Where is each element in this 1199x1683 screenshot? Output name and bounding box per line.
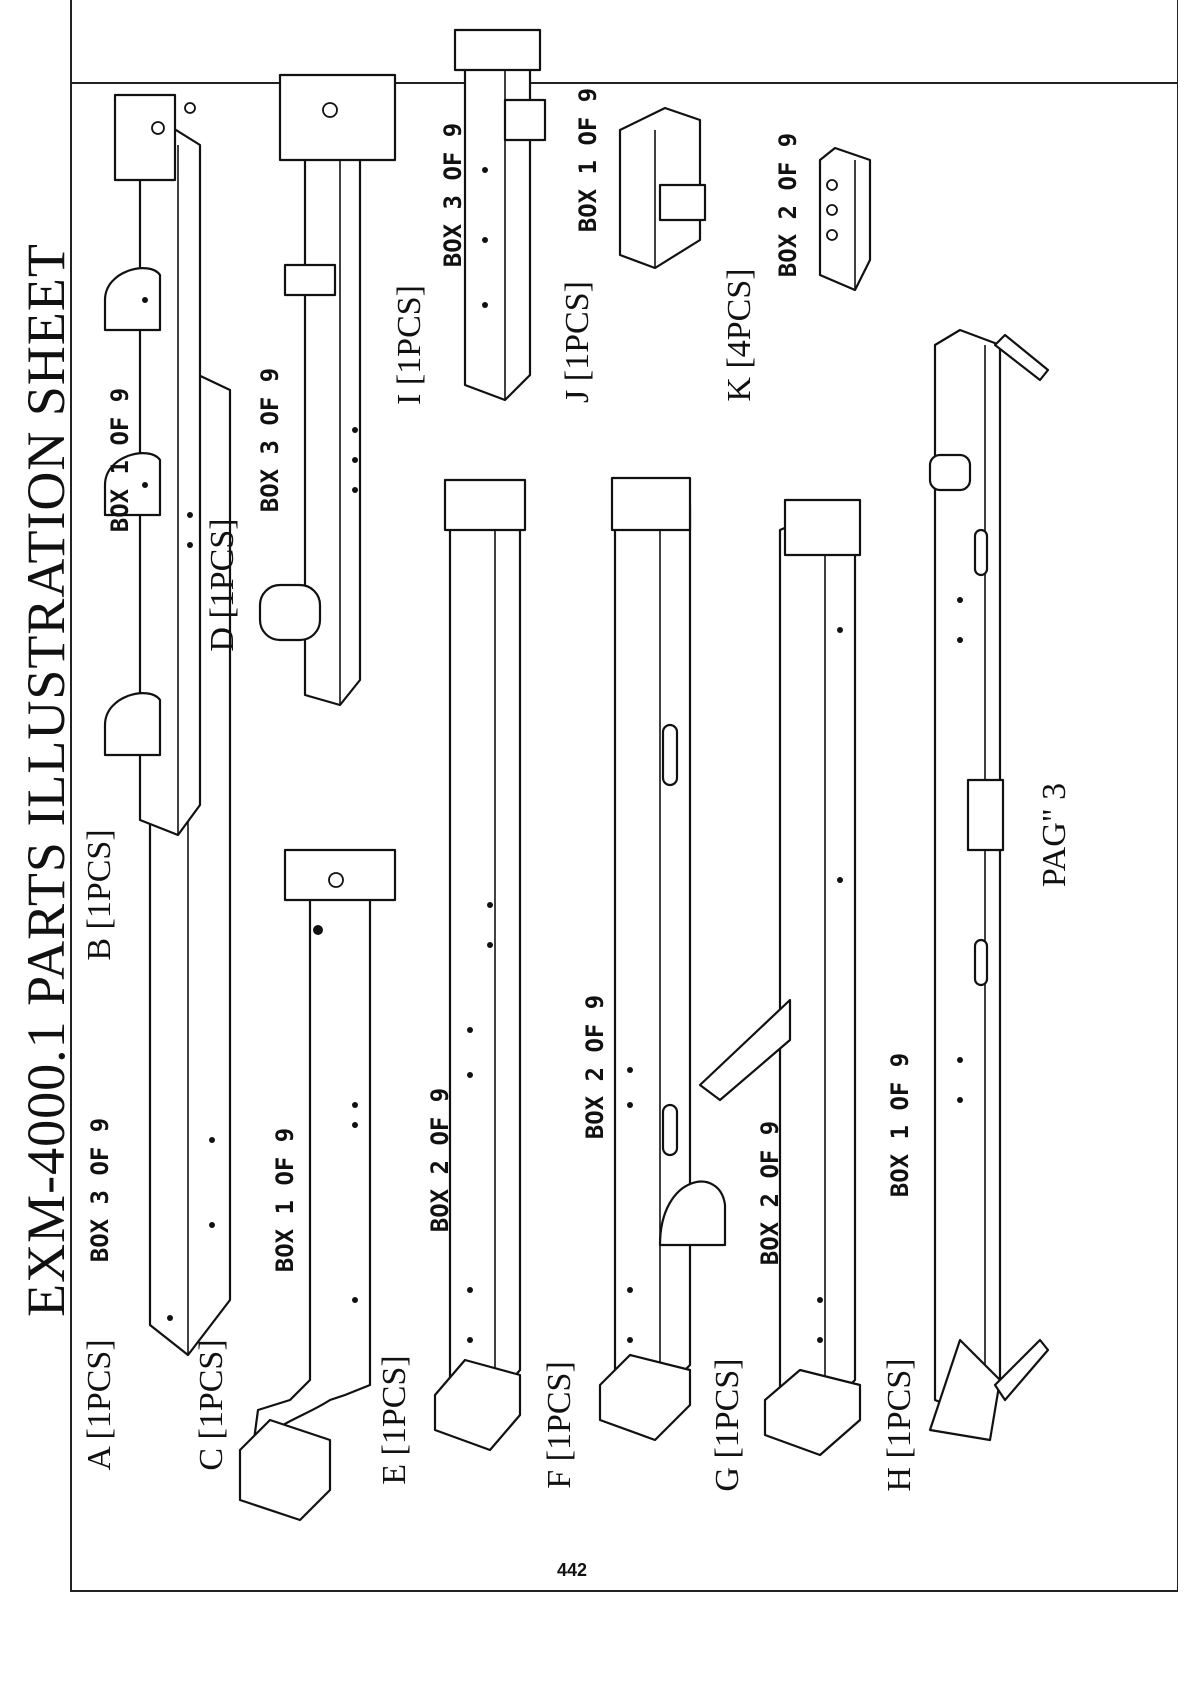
part-h-box: BOX 1 OF 9: [888, 1053, 912, 1198]
page-label: PAG" 3: [1038, 783, 1072, 887]
part-k-drawing: [820, 148, 870, 290]
part-f-label: F [1PCS]: [543, 1361, 577, 1489]
part-k-label: K [4PCS]: [723, 268, 757, 401]
part-h-label: H [1PCS]: [883, 1358, 917, 1491]
part-b-label: B [1PCS]: [83, 829, 117, 960]
part-g-box: BOX 2 OF 9: [758, 1121, 782, 1266]
page-title: EXM-4000.1 PARTS ILLUSTRATION SHEET: [19, 243, 73, 1317]
part-e-label: E [1PCS]: [378, 1355, 412, 1484]
part-f-box: BOX 2 OF 9: [583, 995, 607, 1140]
part-b-box: BOX 1 OF 9: [108, 388, 132, 533]
part-d-label: D [1PCS]: [206, 518, 240, 651]
part-i-box: BOX 3 OF 9: [441, 123, 465, 268]
part-a-box: BOX 3 OF 9: [88, 1118, 112, 1263]
part-c-drawing: [240, 850, 395, 1520]
part-k-box: BOX 2 OF 9: [776, 133, 800, 278]
part-g-label: G [1PCS]: [711, 1358, 745, 1491]
part-g-drawing: [700, 500, 860, 1455]
part-j-box: BOX 1 OF 9: [576, 88, 600, 233]
part-d-box: BOX 3 OF 9: [258, 368, 282, 513]
part-e-box: BOX 2 OF 9: [428, 1088, 452, 1233]
part-j-drawing: [620, 108, 705, 268]
part-a-label: A [1PCS]: [83, 1339, 117, 1470]
part-h-drawing: [930, 330, 1048, 1440]
part-c-box: BOX 1 OF 9: [273, 1128, 297, 1273]
part-i-drawing: [455, 30, 545, 400]
page-number: 442: [557, 1560, 587, 1581]
part-e-drawing: [435, 480, 525, 1450]
part-j-label: J [1PCS]: [561, 281, 595, 403]
part-c-label: C [1PCS]: [195, 1339, 229, 1470]
part-f-drawing: [600, 478, 725, 1440]
part-i-label: I [1PCS]: [393, 285, 427, 405]
